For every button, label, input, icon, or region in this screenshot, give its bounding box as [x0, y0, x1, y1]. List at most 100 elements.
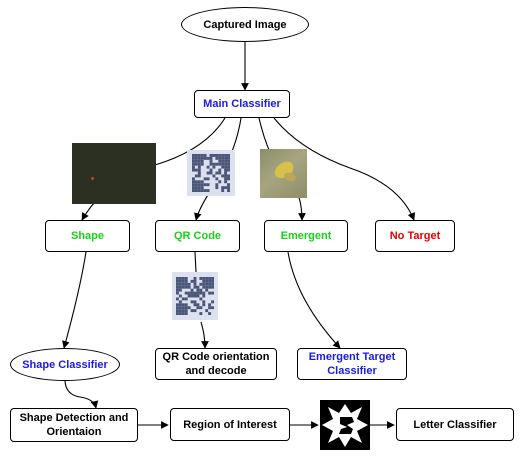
qr-module: [197, 162, 201, 166]
target-spot: [91, 177, 94, 180]
qr-module: [209, 156, 213, 160]
qr-module: [212, 165, 216, 169]
qr-module: [212, 154, 216, 157]
qr-module: [209, 159, 213, 163]
qr-module: [176, 309, 179, 313]
sample-qr-decode-image: [172, 272, 218, 320]
edge-main-to-no-target: [273, 117, 415, 221]
shape-detection-node: Shape Detection and Orientaion: [10, 408, 138, 442]
qr-module: [181, 312, 185, 315]
region-of-interest-label: Region of Interest: [183, 418, 277, 431]
no-target-node: No Target: [375, 220, 455, 252]
qr-module: [221, 189, 225, 192]
qr-module: [208, 306, 212, 310]
qr-module: [221, 174, 225, 178]
emergent-label: Emergent: [280, 230, 332, 242]
qr-module: [178, 309, 182, 313]
qr-module: [206, 189, 210, 192]
qr-module: [208, 303, 212, 307]
edge-shape-to-shape-classifier: [62, 251, 87, 349]
qr-module: [200, 162, 204, 166]
qr-module: [196, 285, 200, 289]
qr-module: [181, 309, 185, 313]
qr-module: [178, 282, 182, 286]
letter-mask-icon: [322, 404, 368, 447]
qr-module: [184, 312, 188, 315]
qr-module: [218, 180, 222, 184]
qr-module: [205, 309, 209, 313]
qr-module: [197, 174, 201, 178]
qr-module: [178, 300, 182, 304]
qr-module: [184, 279, 188, 283]
qr-module: [176, 312, 179, 315]
qr-module: [181, 279, 185, 283]
qr-module: [227, 162, 230, 166]
qr-module: [215, 186, 219, 190]
qr-module: [203, 183, 207, 187]
qr-module: [203, 177, 207, 181]
qr-module: [209, 168, 213, 172]
qr-module: [176, 279, 179, 283]
qr-module: [206, 171, 210, 175]
qr-module: [176, 297, 179, 301]
qr-module: [187, 306, 191, 310]
qr-module: [190, 309, 194, 313]
qr-module: [190, 294, 194, 298]
qr-module: [194, 162, 198, 166]
qr-module: [211, 291, 214, 295]
qr-module: [227, 186, 230, 190]
qr-module: [199, 306, 203, 310]
qr-module: [181, 285, 185, 289]
qr-module: [192, 177, 195, 181]
qr-module: [211, 300, 214, 304]
qr-module: [199, 312, 203, 315]
qr-module: [221, 162, 225, 166]
qr-module: [178, 294, 182, 298]
qr-module: [218, 154, 222, 157]
qr-module: [224, 180, 228, 184]
qr-module: [184, 285, 188, 289]
qr-module: [206, 183, 210, 187]
qr-module: [202, 300, 206, 304]
qr-module: [192, 186, 195, 190]
qr-module: [184, 291, 188, 295]
qr-module: [215, 156, 219, 160]
qr-module: [211, 285, 214, 289]
qr-module: [176, 282, 179, 286]
qr-module: [211, 282, 214, 286]
edge-shape-classifier-to-detection: [64, 380, 99, 409]
qr-module: [224, 156, 228, 160]
qr-module: [209, 162, 213, 166]
qr-module: [197, 168, 201, 172]
qr-module: [212, 162, 216, 166]
qr-module: [224, 186, 228, 190]
shape-classifier-node: Shape Classifier: [10, 348, 120, 381]
qr-module: [194, 186, 198, 190]
qr-module: [212, 174, 216, 178]
qr-module: [194, 189, 198, 192]
sample-emergent-image: [260, 149, 307, 198]
qr-module: [208, 277, 212, 280]
qr-module: [200, 159, 204, 163]
qr-code-label: QR Code: [173, 230, 222, 242]
qr-module: [227, 189, 230, 192]
qr-module: [197, 171, 201, 175]
qr-module: [192, 189, 195, 192]
qr-module: [202, 279, 206, 283]
qr-module: [190, 300, 194, 304]
qr-module: [224, 171, 228, 175]
qr-module: [178, 312, 182, 315]
qr-module: [194, 168, 198, 172]
qr-module: [176, 306, 179, 310]
letter-classifier-node: Letter Classifier: [396, 408, 514, 441]
captured-image-label: Captured Image: [203, 18, 287, 31]
qr-module: [194, 154, 198, 157]
qr-module: [202, 303, 206, 307]
qr-module: [197, 189, 201, 192]
qr-module: [178, 288, 182, 292]
qr-module: [181, 282, 185, 286]
qr-module: [202, 282, 206, 286]
qr-module: [178, 279, 182, 283]
qr-module: [202, 277, 206, 280]
qr-module: [194, 156, 198, 160]
